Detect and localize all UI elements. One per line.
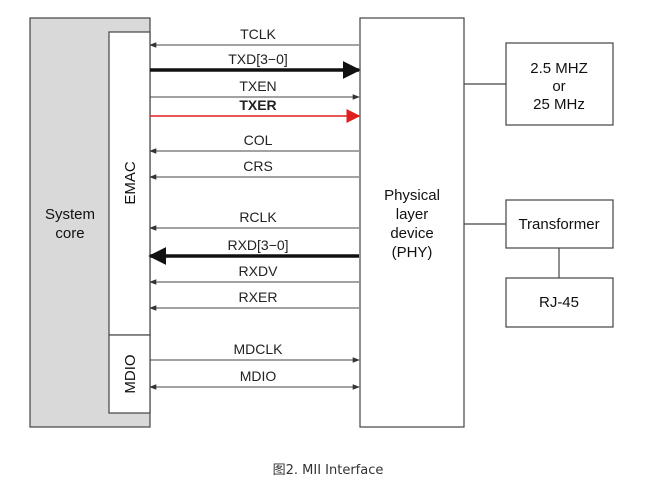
mdio-block [108, 334, 151, 414]
clock-source-block [505, 42, 614, 126]
phy-label-line1: Physical [384, 187, 440, 204]
system-core-label-line1: System [45, 206, 95, 223]
transformer-block [505, 199, 614, 249]
signal-label-txd30: TXD[3−0] [228, 51, 288, 67]
transformer-label: Transformer [518, 216, 599, 233]
signal-label-rclk: RCLK [239, 209, 277, 225]
phy-label-line2: layer [396, 206, 429, 223]
signal-label-mdio: MDIO [240, 368, 277, 384]
signal-label-mdclk: MDCLK [233, 341, 283, 357]
mdio-block-label: MDIO [122, 354, 139, 393]
emac-label: EMAC [122, 161, 139, 205]
emac-block [108, 31, 151, 336]
phy-label-line3: device [390, 225, 433, 242]
figure-caption: 图2. MII Interface [272, 463, 384, 478]
rj45-label: RJ-45 [539, 294, 579, 311]
signal-label-txen: TXEN [239, 78, 276, 94]
clock-label-line1: 2.5 MHZ [530, 60, 588, 77]
signal-label-txer: TXER [239, 97, 276, 113]
phy-label-line4: (PHY) [392, 244, 433, 261]
signal-label-crs: CRS [243, 158, 273, 174]
clock-label-line2: or [552, 78, 565, 95]
signal-label-rxdv: RXDV [239, 263, 279, 279]
signal-label-rxd30: RXD[3−0] [227, 237, 288, 253]
rj45-block [505, 277, 614, 328]
signal-label-tclk: TCLK [240, 26, 276, 42]
clock-label-line3: 25 MHz [533, 96, 585, 113]
signal-lines: TCLK TXD[3−0] TXEN TXER COL CRS RCLK RXD[3−0] RX… [148, 26, 361, 390]
phy-block [359, 17, 465, 428]
signal-label-rxer: RXER [239, 289, 278, 305]
system-core-label-line2: core [55, 225, 84, 242]
signal-label-col: COL [244, 132, 273, 148]
